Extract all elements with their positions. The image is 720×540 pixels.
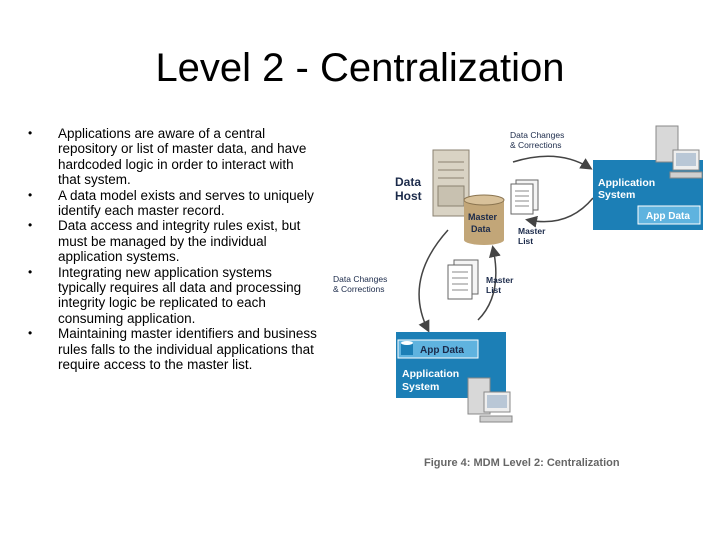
bullet-item: • Data access and integrity rules exist, …	[28, 218, 318, 264]
mdm-diagram: Application System App Data Master List …	[328, 120, 708, 480]
app-data-bottom-label: App Data	[420, 345, 464, 356]
master-list-mid-label-1: Master	[486, 275, 514, 285]
bullet-dot: •	[28, 126, 33, 140]
master-list-mid-label-2: List	[486, 285, 501, 295]
computer-icon	[467, 377, 513, 423]
bullet-dot: •	[28, 187, 33, 202]
bullet-text: Applications are aware of a central repo…	[58, 126, 307, 188]
bullet-item: • Applications are aware of a central rep…	[28, 126, 318, 188]
application-system-bottom: App Data Application System	[396, 332, 513, 423]
bullet-text: Integrating new application systems typi…	[58, 264, 302, 326]
left-changes-label-2: & Corrections	[333, 284, 385, 294]
bullet-item: • A data model exists and serves to uniqu…	[28, 188, 318, 219]
top-changes-label-2: & Corrections	[510, 140, 562, 150]
slide-title: Level 2 - Centralization	[155, 46, 565, 90]
flow-arrow-left	[418, 229, 449, 333]
bullet-text: Data access and integrity rules exist, b…	[58, 218, 301, 265]
master-data-label-1: Master	[468, 212, 498, 222]
server-icon	[432, 149, 470, 217]
master-list-top: Master List	[510, 179, 546, 246]
application-system-top: Application System App Data	[593, 125, 703, 230]
data-host-label-1: Data	[395, 175, 421, 189]
app-system-top-label-1: Application	[598, 177, 655, 189]
bullet-dot: •	[28, 264, 33, 279]
bullet-text: Maintaining master identifiers and busin…	[58, 326, 317, 373]
flow-arrow-top	[512, 155, 593, 170]
app-data-top-label: App Data	[646, 211, 690, 222]
flow-arrow-left-return	[477, 245, 501, 321]
bullet-dot: •	[28, 326, 33, 341]
database-icon	[401, 341, 413, 355]
master-list-middle: Master List	[447, 259, 514, 300]
top-changes-label-1: Data Changes	[510, 130, 564, 140]
flow-arrow-top-return	[525, 197, 594, 228]
app-system-top-label-2: System	[598, 189, 635, 201]
figure-caption: Figure 4: MDM Level 2: Centralization	[424, 457, 620, 469]
data-host-server: Data Host Master Data	[395, 149, 505, 245]
bullet-item: • Maintaining master identifiers and busi…	[28, 326, 318, 372]
app-system-bottom-label-2: System	[402, 381, 439, 393]
computer-icon	[655, 125, 703, 179]
master-list-top-label-1: Master	[518, 226, 546, 236]
bullet-list: • Applications are aware of a central rep…	[28, 126, 318, 373]
app-system-bottom-label-1: Application	[402, 368, 459, 380]
bullet-text: A data model exists and serves to unique…	[58, 187, 314, 219]
data-host-label-2: Host	[395, 189, 422, 203]
bullet-item: • Integrating new application systems typ…	[28, 265, 318, 327]
left-changes-label-1: Data Changes	[333, 274, 387, 284]
master-data-label-2: Data	[471, 224, 492, 234]
master-list-top-label-2: List	[518, 236, 533, 246]
bullet-dot: •	[28, 218, 33, 233]
master-data-cylinder: Master Data	[463, 194, 505, 245]
